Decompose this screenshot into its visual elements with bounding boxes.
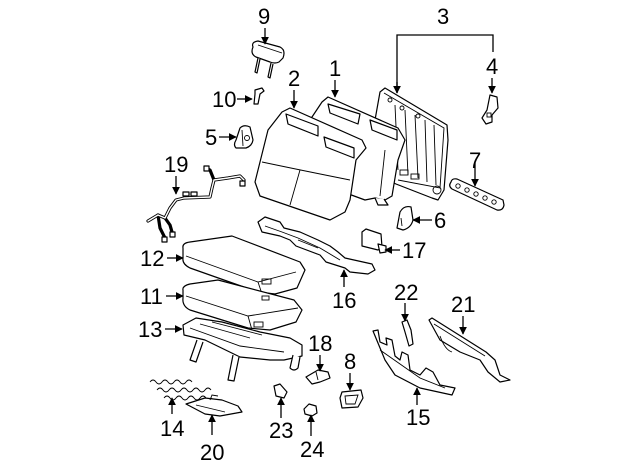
part-20-lower-cover[interactable] bbox=[185, 394, 243, 417]
callout-8[interactable]: 8 bbox=[344, 349, 356, 374]
part-6-cover[interactable] bbox=[396, 205, 414, 231]
callout-6[interactable]: 6 bbox=[434, 208, 446, 233]
callout-18[interactable]: 18 bbox=[308, 331, 332, 356]
part-5-hinge-cover[interactable] bbox=[233, 125, 254, 149]
part-13-seat-cushion-frame[interactable] bbox=[182, 317, 303, 382]
callout-20[interactable]: 20 bbox=[200, 440, 224, 465]
callout-22[interactable]: 22 bbox=[394, 280, 418, 305]
callout-15[interactable]: 15 bbox=[406, 405, 430, 430]
callout-3[interactable]: 3 bbox=[437, 4, 449, 29]
leader-lines bbox=[165, 28, 496, 436]
part-18-clip[interactable] bbox=[305, 369, 331, 385]
callout-4[interactable]: 4 bbox=[486, 54, 498, 79]
part-19-wire-harness[interactable] bbox=[146, 165, 246, 243]
part-10-headrest-guide[interactable] bbox=[253, 87, 265, 105]
part-22-bracket-small[interactable] bbox=[401, 319, 414, 347]
part-24-fastener[interactable] bbox=[303, 403, 318, 417]
callout-5[interactable]: 5 bbox=[205, 125, 217, 150]
callout-17[interactable]: 17 bbox=[402, 238, 426, 263]
part-9-headrest[interactable] bbox=[251, 40, 285, 79]
callout-16[interactable]: 16 bbox=[332, 288, 356, 313]
part-8-release-bezel[interactable] bbox=[339, 389, 364, 409]
callout-19[interactable]: 19 bbox=[164, 152, 188, 177]
callout-2[interactable]: 2 bbox=[288, 66, 300, 91]
part-12-seat-cushion-cover[interactable] bbox=[182, 235, 306, 295]
part-21-side-rail[interactable] bbox=[428, 317, 511, 383]
part-14-springs[interactable] bbox=[149, 379, 213, 401]
callout-12[interactable]: 12 bbox=[140, 246, 164, 271]
part-17-switch-module[interactable] bbox=[361, 228, 387, 254]
callout-11[interactable]: 11 bbox=[140, 284, 163, 309]
callout-7[interactable]: 7 bbox=[469, 148, 481, 173]
callout-21[interactable]: 21 bbox=[451, 292, 475, 317]
callout-24[interactable]: 24 bbox=[300, 437, 324, 462]
callout-1[interactable]: 1 bbox=[329, 56, 341, 81]
part-23-retainer[interactable] bbox=[273, 383, 288, 399]
callout-14[interactable]: 14 bbox=[160, 416, 184, 441]
callout-10[interactable]: 10 bbox=[212, 87, 236, 112]
part-11-seat-cushion-pad[interactable] bbox=[182, 279, 303, 331]
part-2-seat-back-left[interactable] bbox=[254, 107, 367, 221]
part-15-seat-track-frame[interactable] bbox=[372, 329, 456, 396]
part-16-bracket[interactable] bbox=[257, 216, 376, 275]
callout-labels: 9 1 2 3 4 10 5 7 19 6 17 12 16 11 22 21 … bbox=[138, 4, 498, 465]
callout-9[interactable]: 9 bbox=[258, 4, 270, 29]
part-4-latch[interactable] bbox=[481, 94, 499, 125]
callout-13[interactable]: 13 bbox=[138, 317, 162, 342]
part-7-trim-panel[interactable] bbox=[449, 178, 505, 211]
callout-23[interactable]: 23 bbox=[269, 418, 293, 443]
